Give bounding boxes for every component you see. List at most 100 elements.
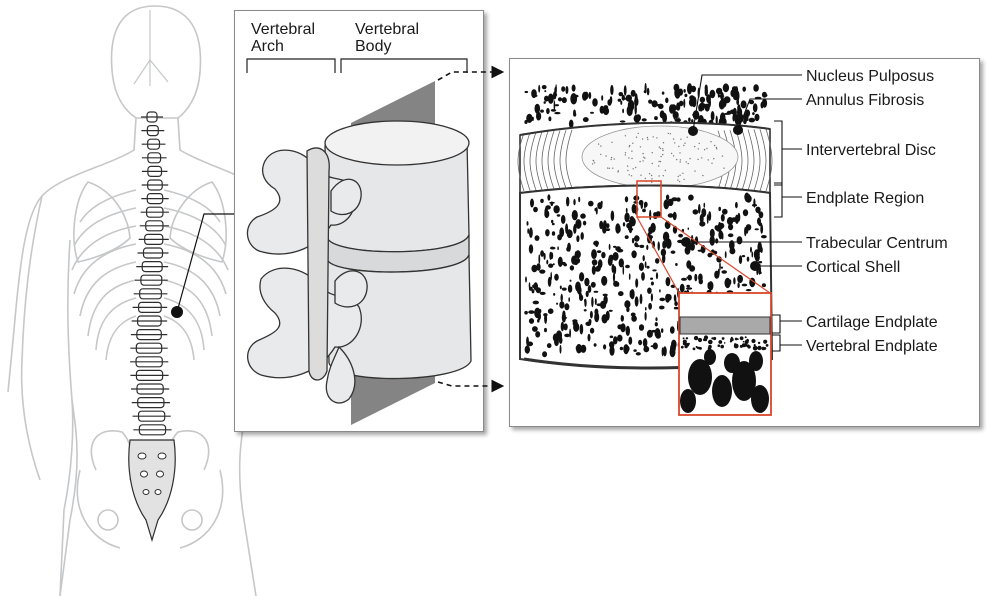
trabecular-pore	[673, 109, 675, 119]
trabecular-pore	[719, 100, 725, 110]
trabecular-pore	[755, 254, 760, 262]
trabecular-pore	[608, 257, 613, 266]
trabecular-pore	[610, 85, 613, 95]
trabecular-pore	[666, 277, 671, 286]
trabecular-pore	[624, 345, 630, 352]
arch-bracket	[247, 59, 335, 73]
trabecular-pore	[631, 250, 636, 258]
trabecular-pore	[560, 286, 562, 290]
head-outline	[112, 6, 201, 118]
trabecular-pore	[640, 294, 643, 304]
trabecular-pore	[623, 222, 625, 226]
trabecular-pore	[718, 207, 721, 211]
endplate-pore	[734, 343, 736, 345]
trabecular-pore	[592, 98, 598, 106]
trabecular-pore	[749, 118, 756, 123]
trabecular-pore	[562, 288, 567, 291]
trabecular-pore	[551, 109, 556, 112]
trabecular-pore	[618, 99, 622, 102]
trabecular-pore	[529, 318, 534, 324]
trabecular-pore	[616, 282, 619, 287]
trabecular-pore	[597, 202, 602, 209]
trabecular-pore	[639, 324, 644, 331]
trabecular-pore	[625, 235, 629, 239]
trabecular-pore	[754, 89, 757, 91]
trabecular-pore	[694, 274, 697, 282]
cortical-shell-label: Cortical Shell	[806, 259, 900, 276]
trabecular-pore	[546, 260, 548, 265]
trabecular-pore	[759, 223, 763, 227]
trabecular-pore	[675, 263, 678, 266]
trabecular-pore	[627, 105, 633, 116]
trabecular-pore	[650, 223, 655, 233]
trabecular-pore	[661, 328, 663, 333]
trabecular-pore	[554, 112, 560, 114]
trabecular-pore	[651, 293, 653, 301]
intervertebral-disc-bracket	[774, 121, 802, 185]
endplate-pore	[735, 338, 738, 341]
trabecular-pore	[655, 317, 657, 321]
trabecular-pore	[610, 336, 614, 339]
trabecular-pore	[732, 246, 734, 253]
trabecular-pore	[601, 276, 607, 286]
trabecular-pore	[582, 92, 587, 101]
trabecular-pore	[553, 205, 559, 213]
trabecular-pore	[580, 213, 586, 218]
trabecular-pore	[659, 298, 665, 302]
trabecular-pore	[566, 197, 569, 207]
trabecular-pore	[611, 211, 615, 222]
trabecular-pore	[633, 349, 636, 352]
trabecular-pore	[543, 292, 546, 294]
trabecular-pore	[594, 312, 599, 322]
trabecular-pore	[613, 273, 615, 283]
trabecular-pore	[721, 270, 727, 273]
trabecular-pore	[576, 344, 582, 354]
trabecular-pore	[737, 236, 743, 244]
trabecular-pore	[762, 283, 766, 287]
trabecular-pore	[610, 96, 613, 104]
trabecular-pore	[719, 262, 721, 271]
trabecular-pore	[743, 209, 748, 216]
trabecular-pore	[550, 272, 552, 281]
sagittal-section-panel: Nucleus Pulposus Annulus Fibrosis Interv…	[509, 58, 980, 427]
trabecular-pore	[609, 310, 613, 312]
sacrum	[129, 440, 175, 540]
trabecular-pore	[752, 251, 754, 257]
cartilage-endplate-bracket	[772, 315, 802, 333]
trabecular-pore	[699, 221, 705, 226]
trabecular-pore	[742, 284, 748, 287]
trabecular-pore	[686, 285, 690, 288]
trabecular-pore	[646, 266, 649, 269]
trabecular-pore	[722, 209, 728, 215]
trabecular-pore	[647, 88, 650, 96]
trabecular-pore	[707, 253, 712, 258]
trabecular-pore	[597, 250, 601, 253]
trabecular-pore	[621, 315, 623, 319]
trabecular-pore	[681, 278, 687, 281]
trabecular-pore	[570, 265, 574, 270]
trabecular-pore	[714, 271, 719, 279]
trabecular-pore	[686, 277, 690, 279]
trabecular-pore	[649, 210, 651, 220]
trabecular-pore	[553, 91, 556, 99]
trabecular-pore	[548, 264, 553, 268]
trabecular-pore	[674, 87, 680, 98]
trabecular-pore	[592, 265, 596, 275]
trabecular-pore	[663, 232, 669, 242]
trabecular-pore	[708, 281, 713, 290]
trabecular-pore	[626, 208, 628, 213]
trabecula	[749, 351, 763, 371]
trabecular-pore	[562, 262, 566, 265]
trabecular-pore	[545, 229, 550, 236]
endplate-pore	[757, 346, 761, 350]
trabecular-pore	[688, 118, 691, 123]
trabecular-pore	[656, 272, 658, 279]
sagittal-section-illustration: Nucleus Pulposus Annulus Fibrosis Interv…	[510, 59, 979, 426]
trabecular-pore	[624, 85, 627, 96]
trabecular-pore	[686, 260, 691, 269]
trabecular-pore	[525, 276, 527, 282]
trabecular-pore	[639, 245, 644, 248]
trabecular-pore	[662, 92, 665, 95]
trabecular-pore	[639, 263, 644, 271]
trabecular-pore	[584, 309, 587, 311]
